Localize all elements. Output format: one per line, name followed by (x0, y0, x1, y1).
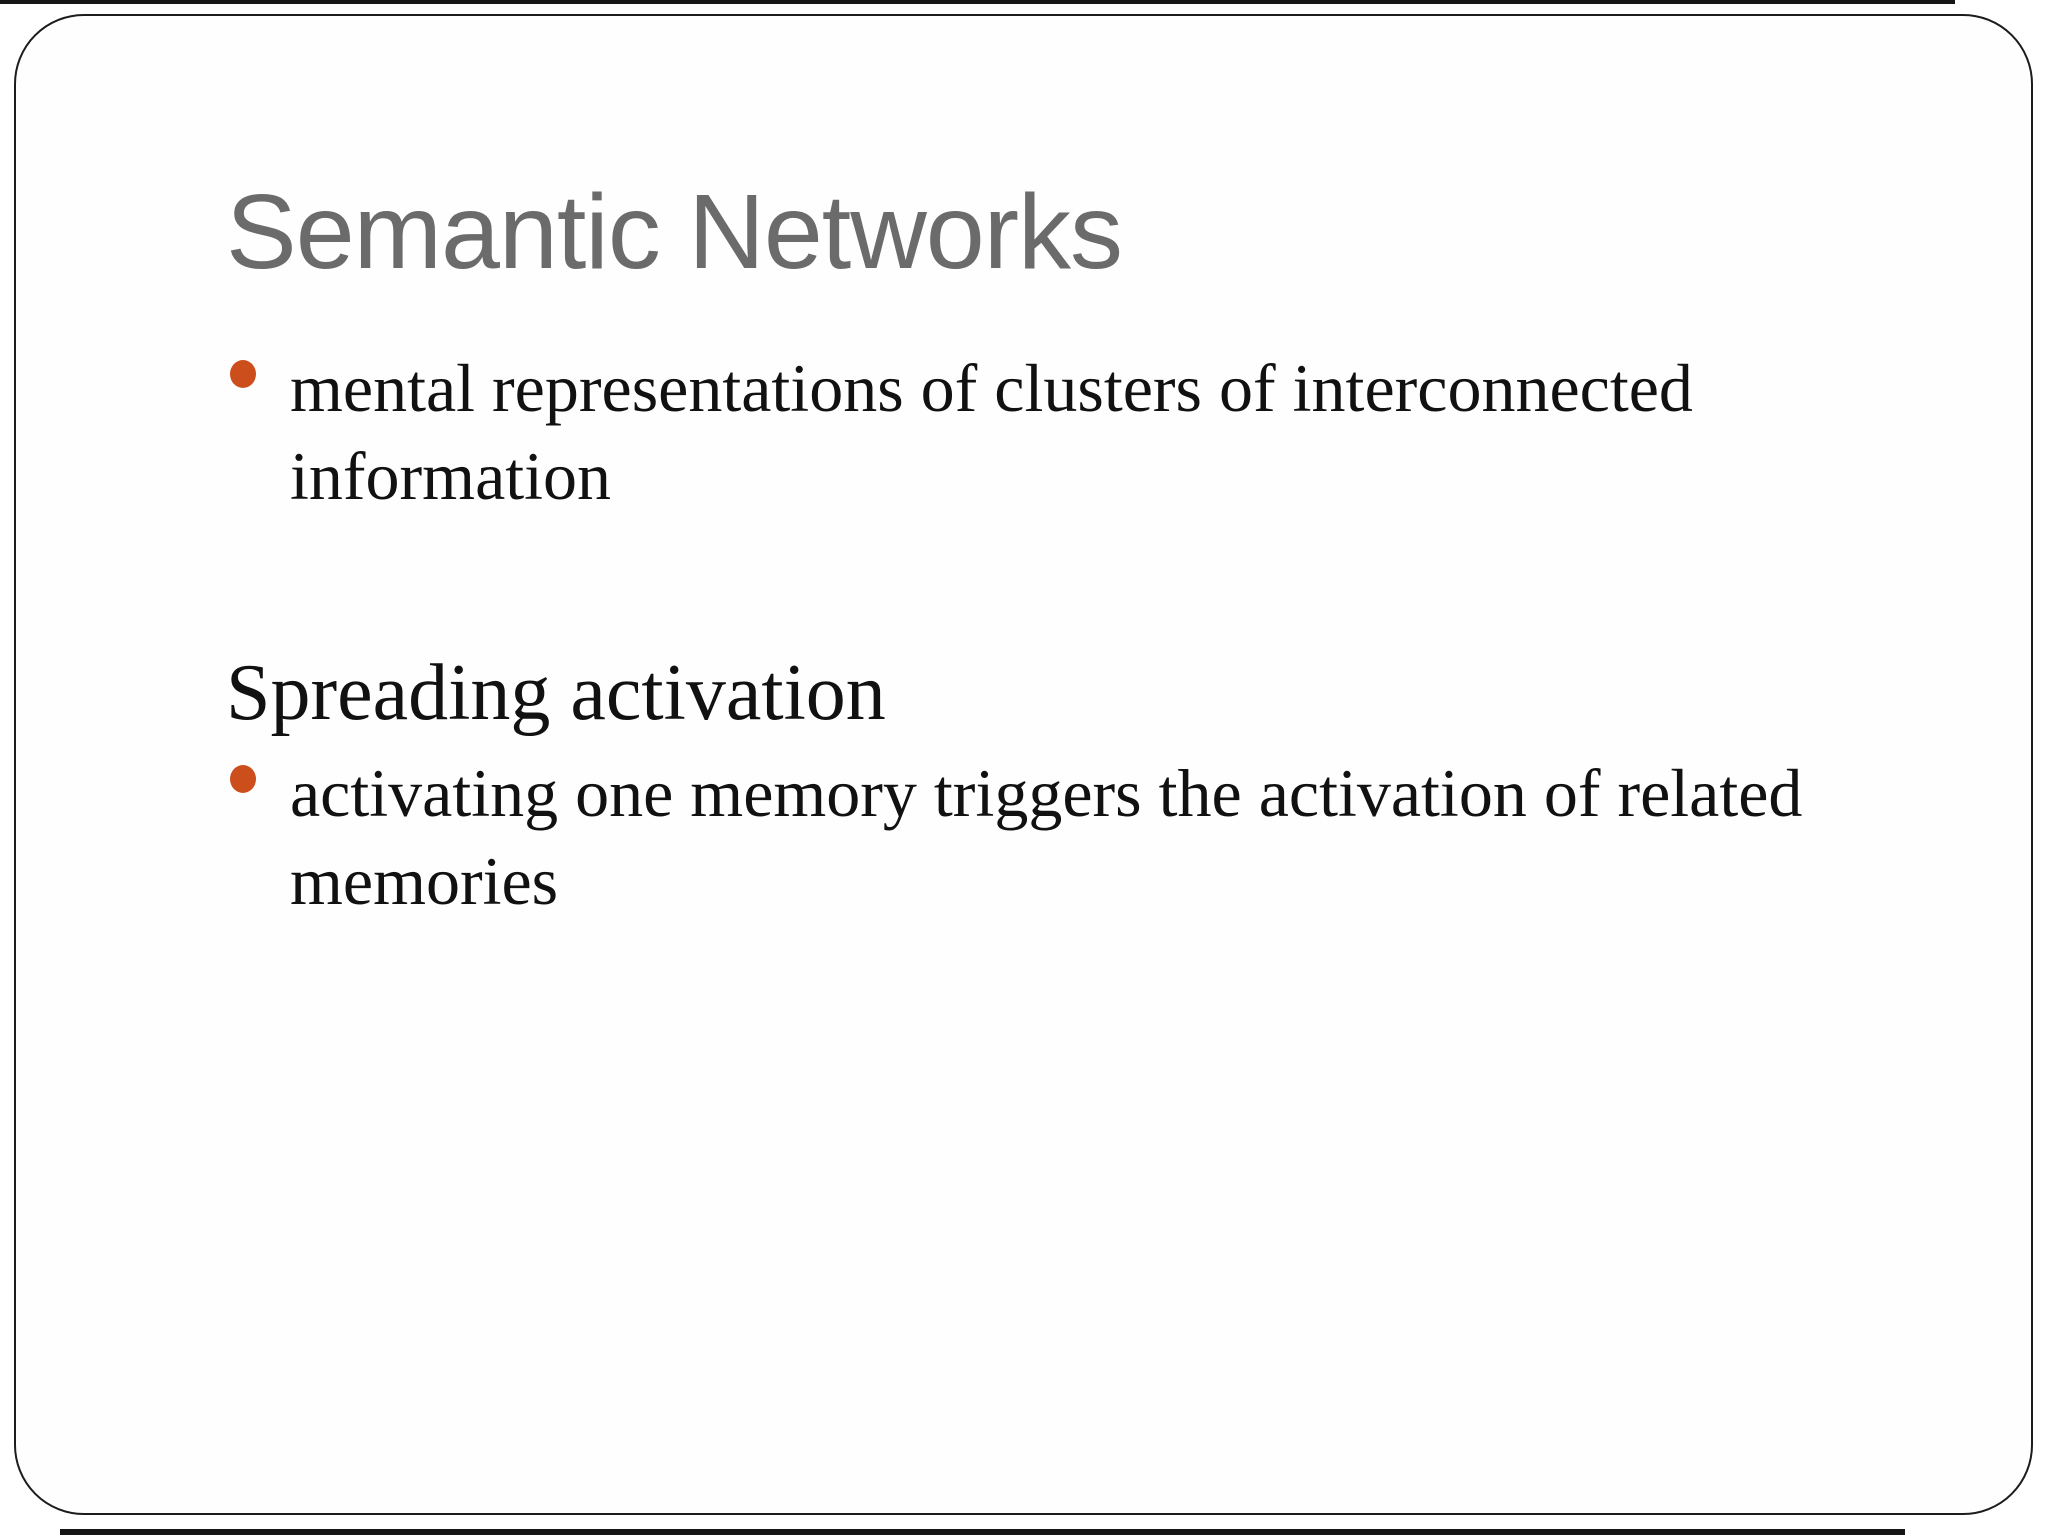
bullet-line: memories (290, 843, 559, 919)
bullet-line: mental representations of clusters of in… (290, 350, 1693, 426)
bullet-line: information (290, 438, 612, 514)
bullet-dot-icon (230, 765, 256, 793)
bullet-dot-icon (230, 360, 256, 388)
video-edge-artifact-top (0, 0, 1955, 4)
subheading: Spreading activation (226, 649, 886, 737)
slide (14, 14, 2033, 1515)
bullet-text: mental representations of clusters of in… (290, 344, 1693, 520)
slide-title: Semantic Networks (226, 173, 1123, 291)
bullet-text: activating one memory triggers the activ… (290, 749, 1802, 925)
bullet-line: activating one memory triggers the activ… (290, 755, 1803, 831)
video-edge-artifact-bottom (60, 1529, 1905, 1535)
